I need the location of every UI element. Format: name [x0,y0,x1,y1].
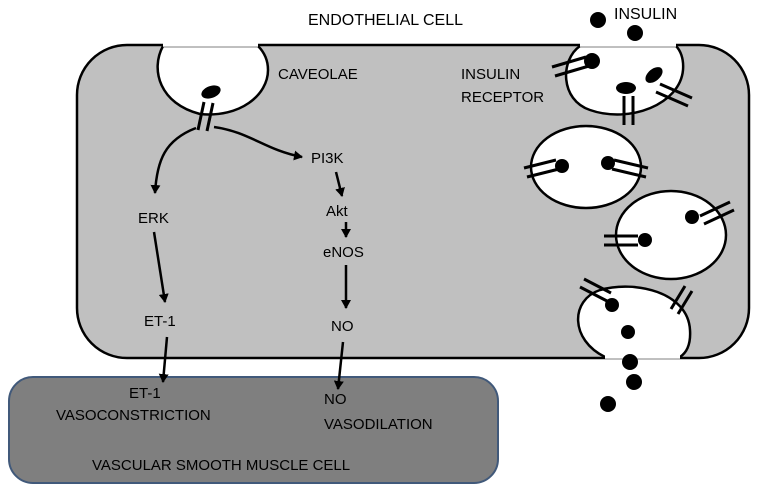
arrow-pi3k-to-akt [334,171,345,197]
insulin-molecule [626,374,642,390]
insulin-receptor-label-line1: INSULIN [461,66,520,83]
vasodilation-label: VASODILATION [324,416,433,433]
vsmc-et1-label: ET-1 [129,385,161,402]
arrow-erk-to-et1 [152,231,169,303]
insulin-receptor-icon [579,277,694,315]
insulin-receptor-icon [523,158,649,179]
insulin-molecule [600,396,616,412]
insulin-molecule [201,85,221,99]
pi3k-label: PI3K [311,150,344,167]
vasoconstriction-label: VASOCONSTRICTION [56,407,211,424]
insulin-molecule [645,67,663,83]
insulin-molecule [590,12,606,28]
enos-label: eNOS [323,244,364,261]
insulin-receptor-icon [551,55,693,125]
erk-label: ERK [138,210,169,227]
endothelial-cell-body [75,43,751,360]
et1-label: ET-1 [144,313,176,330]
caveolae-label: CAVEOLAE [278,66,358,83]
arrow-et1-to-vsmc [158,336,169,383]
arrow-to-pi3k [213,125,303,161]
akt-label: Akt [326,203,349,220]
no-label: NO [331,318,354,335]
vesicle [523,124,649,210]
caveola-top [156,43,270,132]
vesicle [604,189,735,281]
insulin-molecule [622,354,638,370]
vesicle-bottom [576,277,694,359]
vascular-smooth-muscle-cell-label: VASCULAR SMOOTH MUSCLE CELL [92,457,350,474]
insulin-label: INSULIN [614,6,677,23]
vsmc-no-label: NO [324,391,347,408]
insulin-receptor-icon [196,101,215,132]
insulin-molecule [616,82,636,94]
arrow-no-to-vsmc [333,341,345,390]
insulin-receptor-icon [604,200,735,247]
smooth-muscle-cell-body [8,376,499,484]
insulin-receptor-label-line2: RECEPTOR [461,89,544,106]
caveola-top-right [551,43,693,125]
endothelial-cell-label: ENDOTHELIAL CELL [308,12,463,29]
insulin-molecule [627,25,643,41]
arrow-to-erk [150,126,197,194]
